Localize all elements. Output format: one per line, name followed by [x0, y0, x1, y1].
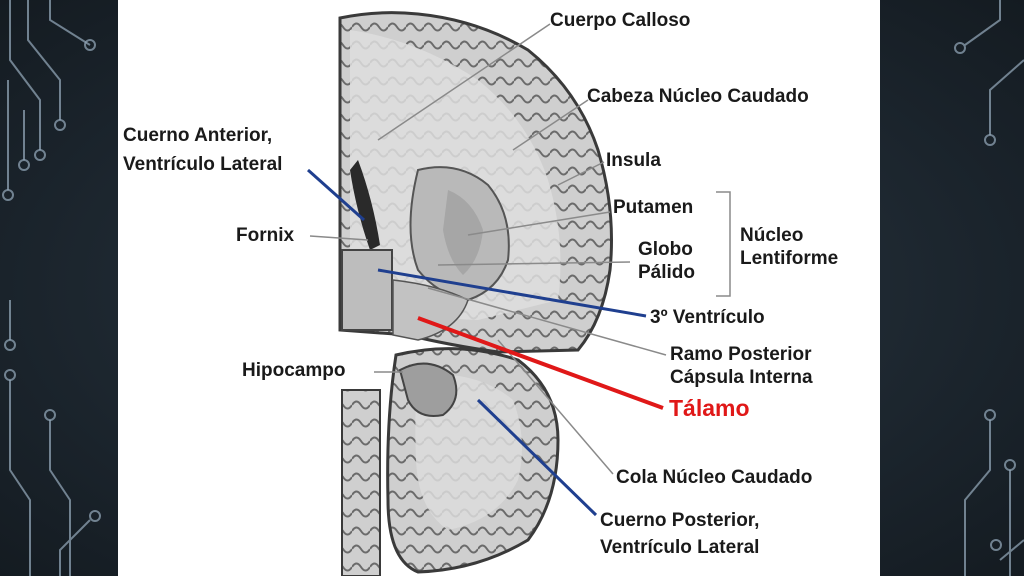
label-cola-nucleo-caudado: Cola Núcleo Caudado — [616, 467, 813, 488]
label-tercer-ventriculo: 3º Ventrículo — [650, 307, 765, 328]
label-fornix: Fornix — [236, 225, 295, 246]
label-insula: Insula — [606, 150, 661, 171]
label-globo-palido-line2: Pálido — [638, 262, 696, 283]
label-cuerno-anterior-line2: Ventrículo Lateral — [123, 154, 283, 175]
label-cuerno-posterior-line1: Cuerno Posterior, — [600, 510, 760, 531]
label-globo-palido-line1: Globo — [638, 239, 693, 260]
label-putamen: Putamen — [613, 197, 694, 218]
label-cuerno-posterior-line2: Ventrículo Lateral — [600, 537, 760, 558]
label-hipocampo: Hipocampo — [242, 360, 346, 381]
label-talamo: Tálamo — [669, 395, 750, 421]
label-nucleo-lentiforme: Núcleo Lentiforme — [740, 224, 838, 270]
circuit-decoration-left — [2, 0, 101, 576]
label-globo-palido: Globo Pálido — [638, 238, 695, 284]
label-ramo-posterior-line1: Ramo Posterior — [670, 344, 812, 365]
circuit-decoration-right — [954, 0, 1024, 576]
label-cuerno-posterior-ventriculo-lateral: Cuerno Posterior, Ventrículo Lateral — [600, 507, 759, 561]
slide-panel: Cuerpo Calloso Cabeza Núcleo Caudado Cue… — [118, 0, 880, 576]
label-cuerno-anterior-ventriculo-lateral: Cuerno Anterior, Ventrículo Lateral — [123, 121, 282, 179]
label-ramo-posterior-capsula-interna: Ramo Posterior Cápsula Interna — [670, 343, 813, 389]
label-cabeza-nucleo-caudado: Cabeza Núcleo Caudado — [587, 86, 809, 107]
label-cuerpo-calloso: Cuerpo Calloso — [550, 10, 691, 31]
label-cuerno-anterior-line1: Cuerno Anterior, — [123, 125, 273, 146]
label-nucleo-lentiforme-line2: Lentiforme — [740, 248, 839, 269]
label-nucleo-lentiforme-line1: Núcleo — [740, 225, 804, 246]
label-ramo-posterior-line2: Cápsula Interna — [670, 367, 813, 388]
brain-coronal-section-illustration — [307, 11, 731, 576]
